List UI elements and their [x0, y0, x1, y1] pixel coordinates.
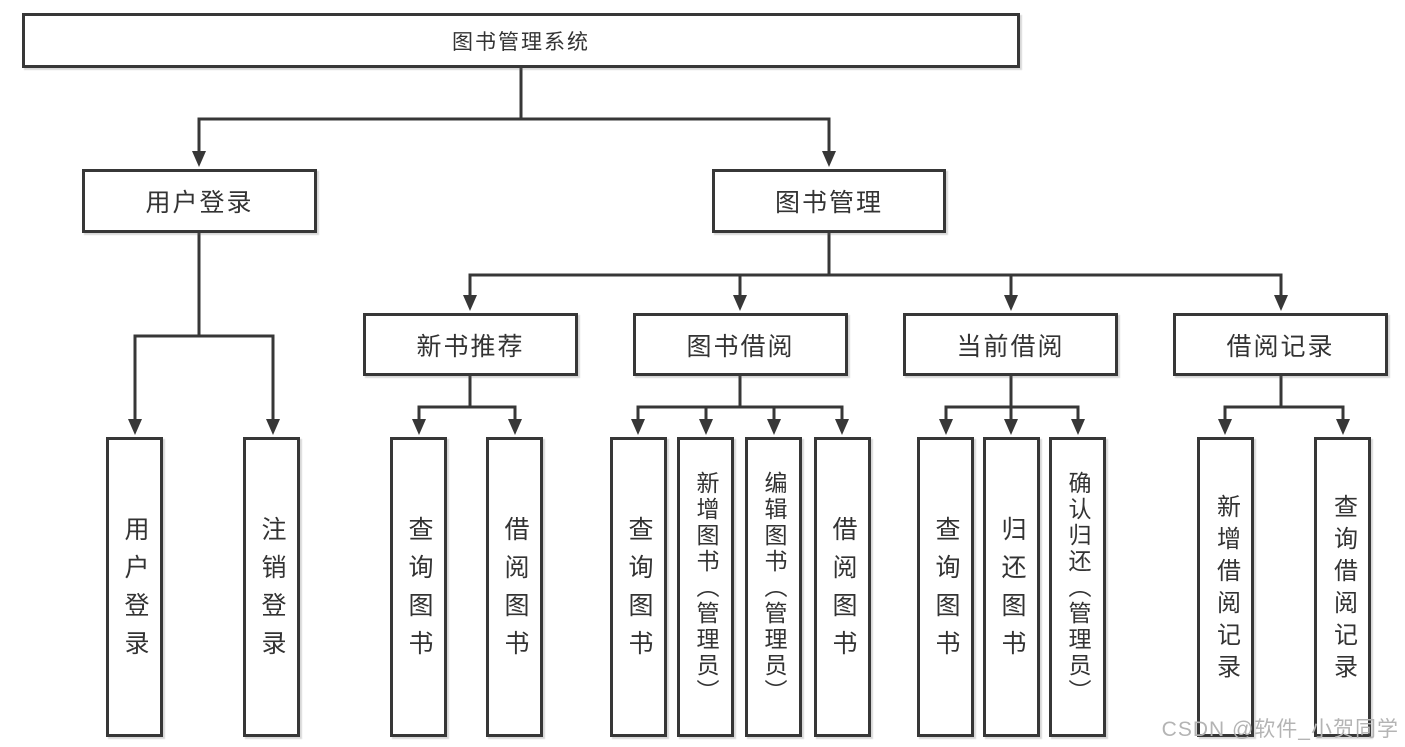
- node-library-management-system: 图书管理系统: [22, 13, 1020, 68]
- edge-lines: [133, 68, 1345, 423]
- node-add-book-admin: 新增图书（管理员）: [677, 437, 734, 737]
- node-query-borrow-record: 查询借阅记录: [1314, 437, 1371, 737]
- node-confirm-return-admin: 确认归还（管理员）: [1049, 437, 1106, 737]
- arrow-down-icon: [835, 419, 849, 435]
- arrow-down-icon: [939, 419, 953, 435]
- node-query-books-2: 查询图书: [610, 437, 667, 737]
- arrow-down-icon: [699, 419, 713, 435]
- node-user-login-action: 用户登录: [106, 437, 163, 737]
- arrow-down-icon: [412, 419, 426, 435]
- arrow-down-icon: [463, 295, 477, 311]
- arrow-down-icon: [1004, 295, 1018, 311]
- node-edit-book-admin: 编辑图书（管理员）: [745, 437, 802, 737]
- arrow-down-icon: [1274, 295, 1288, 311]
- arrow-down-icon: [631, 419, 645, 435]
- arrow-down-icon: [192, 151, 206, 167]
- node-logout: 注销登录: [243, 437, 300, 737]
- node-query-books-3: 查询图书: [917, 437, 974, 737]
- node-new-book-recommend: 新书推荐: [363, 313, 578, 376]
- arrow-down-icon: [1218, 419, 1232, 435]
- node-user-login: 用户登录: [82, 169, 317, 233]
- node-add-borrow-record: 新增借阅记录: [1197, 437, 1254, 737]
- node-borrow-books-1: 借阅图书: [486, 437, 543, 737]
- arrow-down-icon: [1336, 419, 1350, 435]
- arrow-down-icon: [508, 419, 522, 435]
- arrow-down-icon: [822, 151, 836, 167]
- node-borrow-books-2: 借阅图书: [814, 437, 871, 737]
- node-book-borrowing: 图书借阅: [633, 313, 848, 376]
- arrow-down-icon: [128, 419, 142, 435]
- node-current-borrowing: 当前借阅: [903, 313, 1118, 376]
- arrowhead-icons: [128, 151, 1350, 435]
- node-book-management: 图书管理: [712, 169, 946, 233]
- node-return-book: 归还图书: [983, 437, 1040, 737]
- node-query-books-1: 查询图书: [390, 437, 447, 737]
- arrow-down-icon: [767, 419, 781, 435]
- arrow-down-icon: [1004, 419, 1018, 435]
- node-borrowing-records: 借阅记录: [1173, 313, 1388, 376]
- arrow-down-icon: [1071, 419, 1085, 435]
- arrow-down-icon: [266, 419, 280, 435]
- csdn-watermark: CSDN @软件_小贺同学: [1161, 718, 1399, 741]
- arrow-down-icon: [733, 295, 747, 311]
